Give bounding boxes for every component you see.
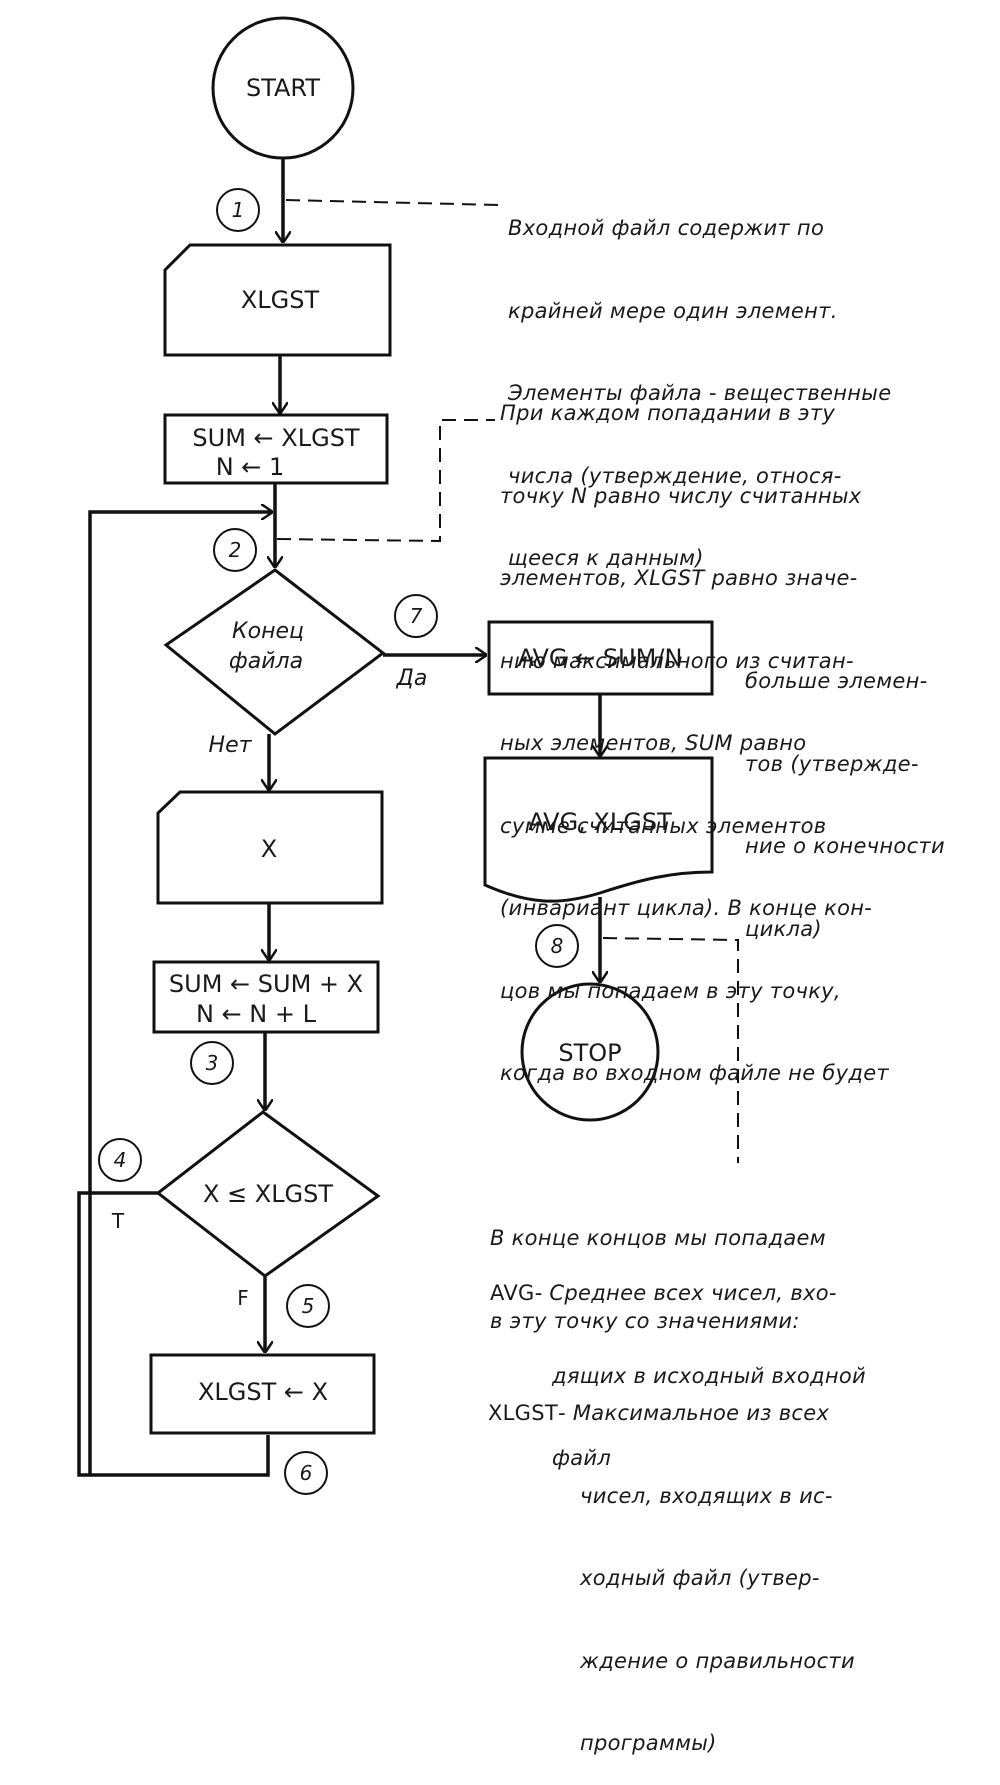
false-label: F [237,1286,249,1310]
decision-compare: X ≤ XLGST [155,1110,381,1278]
svg-text:7: 7 [410,604,423,628]
init-line-1: SUM ← XLGST [192,424,360,452]
init-line-2: N ← 1 [216,453,285,481]
output-label: AVG, XLGST [528,808,672,836]
note-1-connector [285,199,501,206]
start-terminal: START [211,16,355,160]
assign-max-block: XLGST ← X [149,1353,376,1435]
svg-text:6: 6 [300,1461,313,1485]
input-xlgst-label: XLGST [241,286,320,314]
stop-terminal: STOP [520,982,660,1122]
update-line-1: SUM ← SUM + X [169,970,363,998]
input-x-label: X [261,835,277,863]
update-line-2: N ← N + L [196,1000,317,1028]
checkpoint-4: 4 [98,1138,142,1182]
input-x-block: X [156,790,384,905]
decision-end-of-file: Конец [163,568,386,736]
note-input-assertion: Входной файл содержит по крайней мере од… [508,216,892,570]
note-loop-invariant: При каждом попадании в эту точку N равно… [500,401,889,1085]
note-xlgst-definition: XLGST- Максимальное из всех чисел, входя… [488,1401,855,1755]
loop-back-arrow [88,512,272,1475]
checkpoint-8: 8 [535,924,579,968]
no-label: Нет [209,733,253,758]
checkpoint-5: 5 [286,1284,330,1328]
note-2-connector [276,419,495,543]
svg-text:2: 2 [229,538,242,562]
checkpoint-1: 1 [216,188,260,232]
note-avg-definition: AVG- Среднее всех чисел, вхо- дящих в ис… [490,1281,866,1470]
svg-text:1: 1 [232,198,245,222]
svg-text:3: 3 [206,1051,219,1075]
decision-eof-line-1: Конец [232,619,304,644]
start-label: START [246,74,320,102]
stop-label: STOP [558,1039,621,1067]
svg-text:8: 8 [551,934,564,958]
input-xlgst-block: XLGST [163,243,392,357]
svg-text:5: 5 [302,1294,315,1318]
yes-label: Да [396,666,428,691]
checkpoint-2: 2 [213,528,257,572]
flowchart-canvas: START 1 XLGST SUM ← XLGST N ← 1 2 Конец … [77,16,739,1495]
avg-term: AVG [490,1281,535,1305]
loop-line-true-and-after-assign [77,1191,270,1477]
checkpoint-6: 6 [284,1451,328,1495]
checkpoint-3: 3 [190,1041,234,1085]
decision-compare-label: X ≤ XLGST [203,1180,333,1208]
assign-max-label: XLGST ← X [198,1378,328,1406]
note-loop-termination: больше элемен- тов (утвержде- ние о коне… [745,669,945,941]
xlgst-term: XLGST [488,1401,559,1425]
decision-eof-line-2: файла [229,649,303,674]
note-final-assertion: В конце концов мы попадаем в эту точку с… [490,1226,826,1333]
checkpoint-7: 7 [394,594,438,638]
compute-avg-block: AVG ← SUM/N [487,620,714,696]
update-block: SUM ← SUM + X N ← N + L [152,960,380,1034]
true-label: T [111,1209,125,1233]
output-document-block: AVG, XLGST [483,756,714,903]
note-3-connector [602,937,739,1163]
svg-text:4: 4 [114,1148,127,1172]
compute-avg-label: AVG ← SUM/N [518,644,683,672]
init-block: SUM ← XLGST N ← 1 [163,413,389,485]
